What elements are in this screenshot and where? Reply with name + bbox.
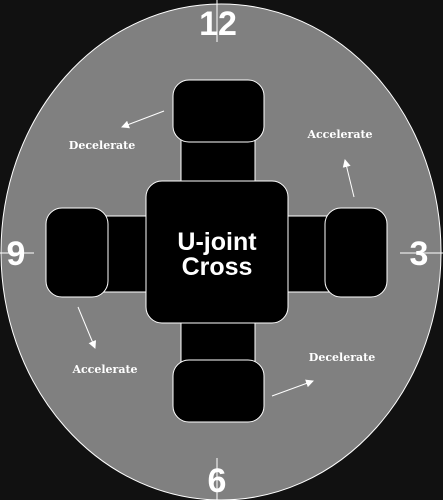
center-label-line2: Cross	[182, 253, 253, 281]
clock-number-12: 12	[199, 5, 237, 43]
arrow-top-right	[342, 159, 355, 198]
clock-number-6: 6	[208, 462, 227, 500]
bearing-cap-top	[172, 79, 265, 143]
bearing-cap-right	[324, 207, 388, 298]
bearing-cap-left	[45, 207, 109, 298]
annotation-top-left: Decelerate	[69, 139, 135, 152]
clock-number-9: 9	[7, 235, 26, 273]
cross-center-block	[145, 180, 289, 324]
arrow-top-left	[121, 110, 165, 129]
clock-number-3: 3	[410, 235, 429, 273]
annotation-bottom-left: Accelerate	[71, 363, 137, 376]
center-label-line1: U-joint	[177, 228, 257, 256]
bearing-cap-bottom	[172, 359, 265, 423]
arrow-bottom-right	[271, 379, 314, 397]
arrow-bottom-left	[77, 306, 97, 349]
annotation-top-right: Accelerate	[306, 128, 372, 141]
annotation-bottom-right: Decelerate	[309, 351, 375, 364]
